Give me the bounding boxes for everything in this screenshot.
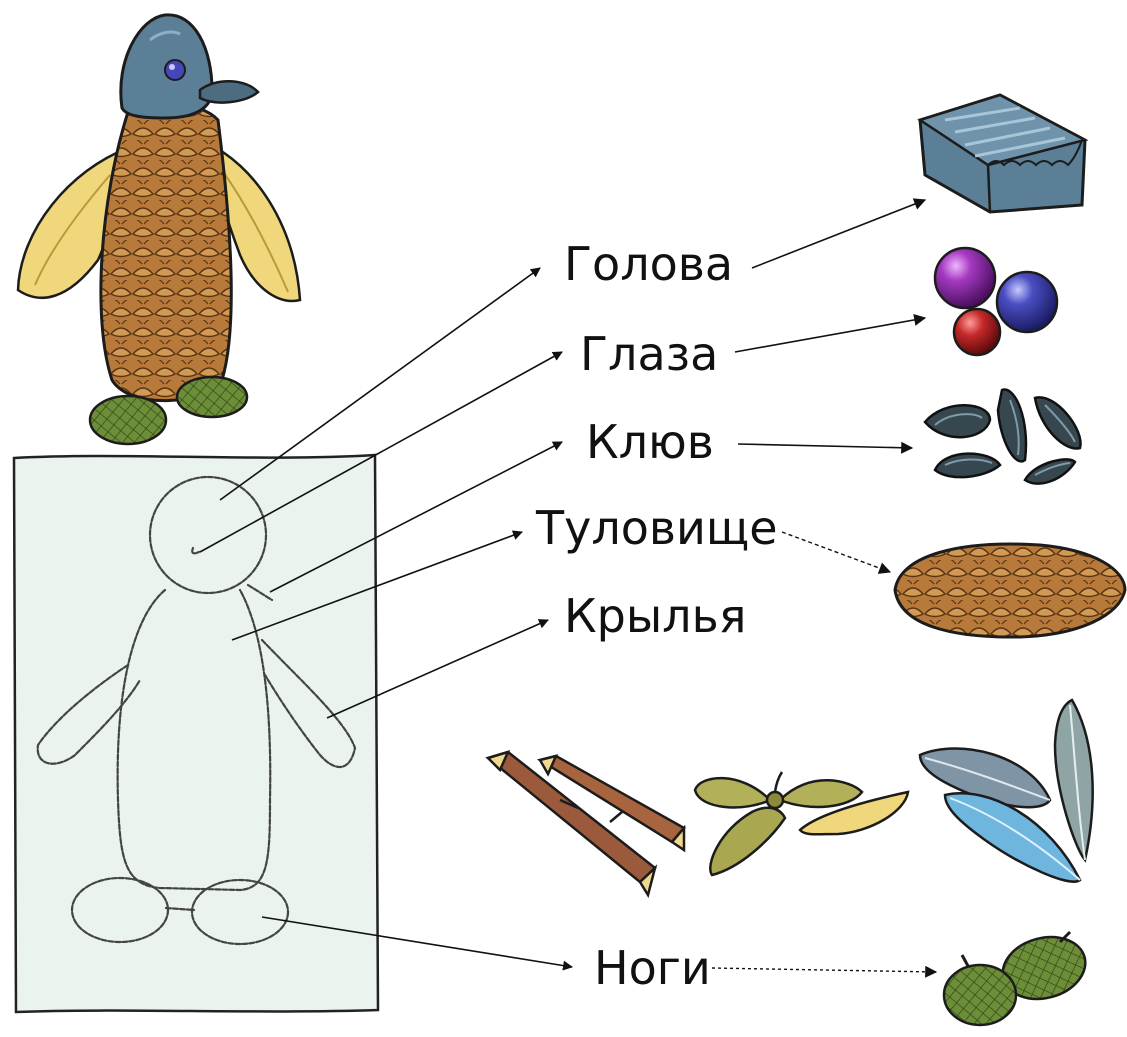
berries-icon <box>935 248 1057 355</box>
eyes-material-arrow <box>735 318 925 352</box>
head-leader-line <box>220 268 540 500</box>
acorn-foot-left <box>90 396 166 444</box>
beak-material-arrow <box>738 444 912 448</box>
maple-seeds-icon <box>695 772 908 875</box>
sunflower-seeds-icon <box>925 390 1081 484</box>
label-wings: Крылья <box>564 589 746 643</box>
label-head: Голова <box>564 237 733 291</box>
pinecone-body-shape <box>101 104 231 401</box>
twigs-icon <box>488 752 684 895</box>
label-eyes: Глаза <box>580 327 718 381</box>
seed-beak-shape <box>200 81 258 102</box>
label-body: Туловище <box>535 501 778 555</box>
pine-cone-icon <box>895 544 1125 637</box>
head-material-arrow <box>752 200 925 268</box>
eyes-leader-line <box>200 352 562 552</box>
legs-material-arrow <box>712 968 936 972</box>
finished-penguin-illustration <box>18 15 300 444</box>
body-material-arrow <box>782 532 890 572</box>
berry-eye <box>165 60 185 80</box>
acorn-caps-icon <box>944 928 1092 1025</box>
label-beak: Клюв <box>586 415 714 469</box>
feathers-icon <box>920 700 1093 882</box>
label-legs: Ноги <box>594 941 711 995</box>
acorn-foot-right <box>177 377 247 417</box>
penguin-outline-sheet <box>14 455 378 1012</box>
plasticine-block-icon <box>920 95 1085 212</box>
